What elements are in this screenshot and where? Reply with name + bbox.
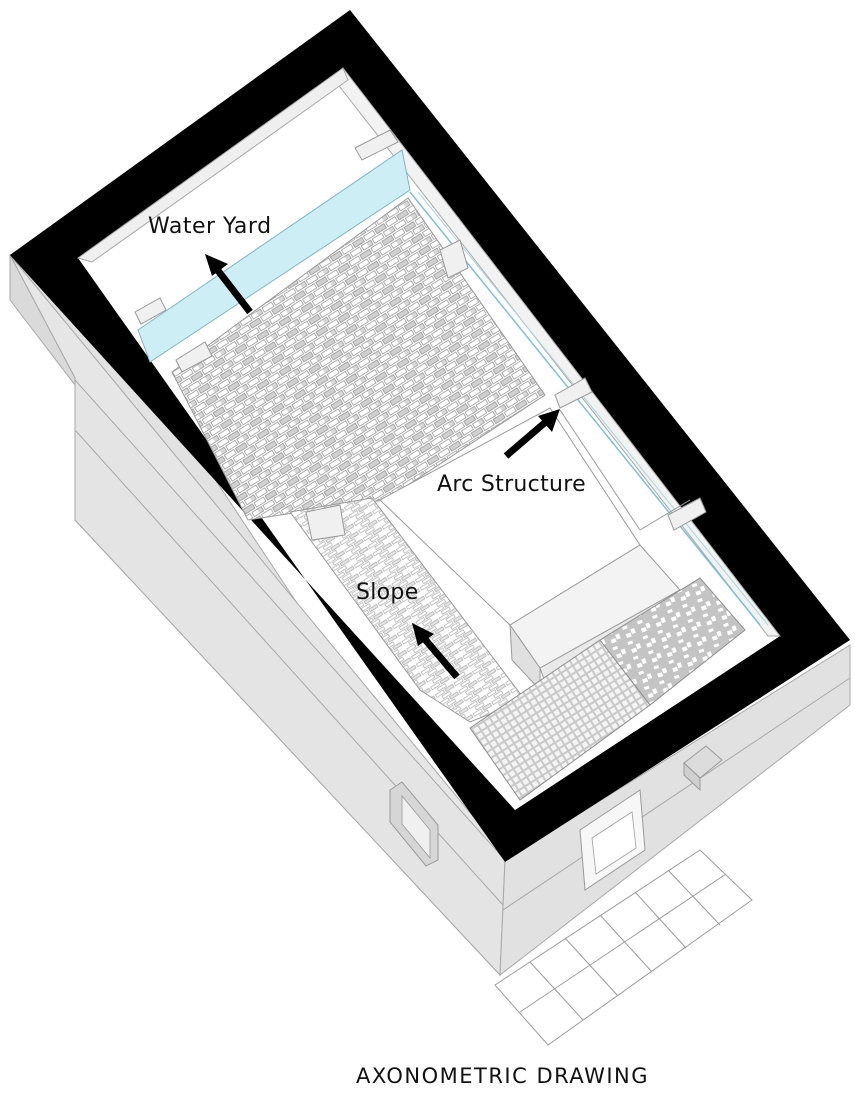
arrow-up-left-icon	[412, 623, 460, 680]
arrow-up-right-icon	[503, 409, 560, 459]
entry-steps	[494, 849, 753, 1046]
label-arc-structure: Arc Structure	[437, 472, 586, 497]
drawing-caption: AXONOMETRIC DRAWING	[355, 1064, 650, 1088]
water-yard	[137, 149, 411, 363]
inner-walls	[76, 67, 782, 637]
label-slope: Slope	[356, 580, 419, 605]
label-water-yard: Water Yard	[148, 214, 272, 239]
arrow-up-left-icon	[205, 254, 253, 315]
perforated-panel	[599, 577, 746, 706]
exterior-walls	[9, 244, 851, 977]
details	[134, 129, 707, 541]
